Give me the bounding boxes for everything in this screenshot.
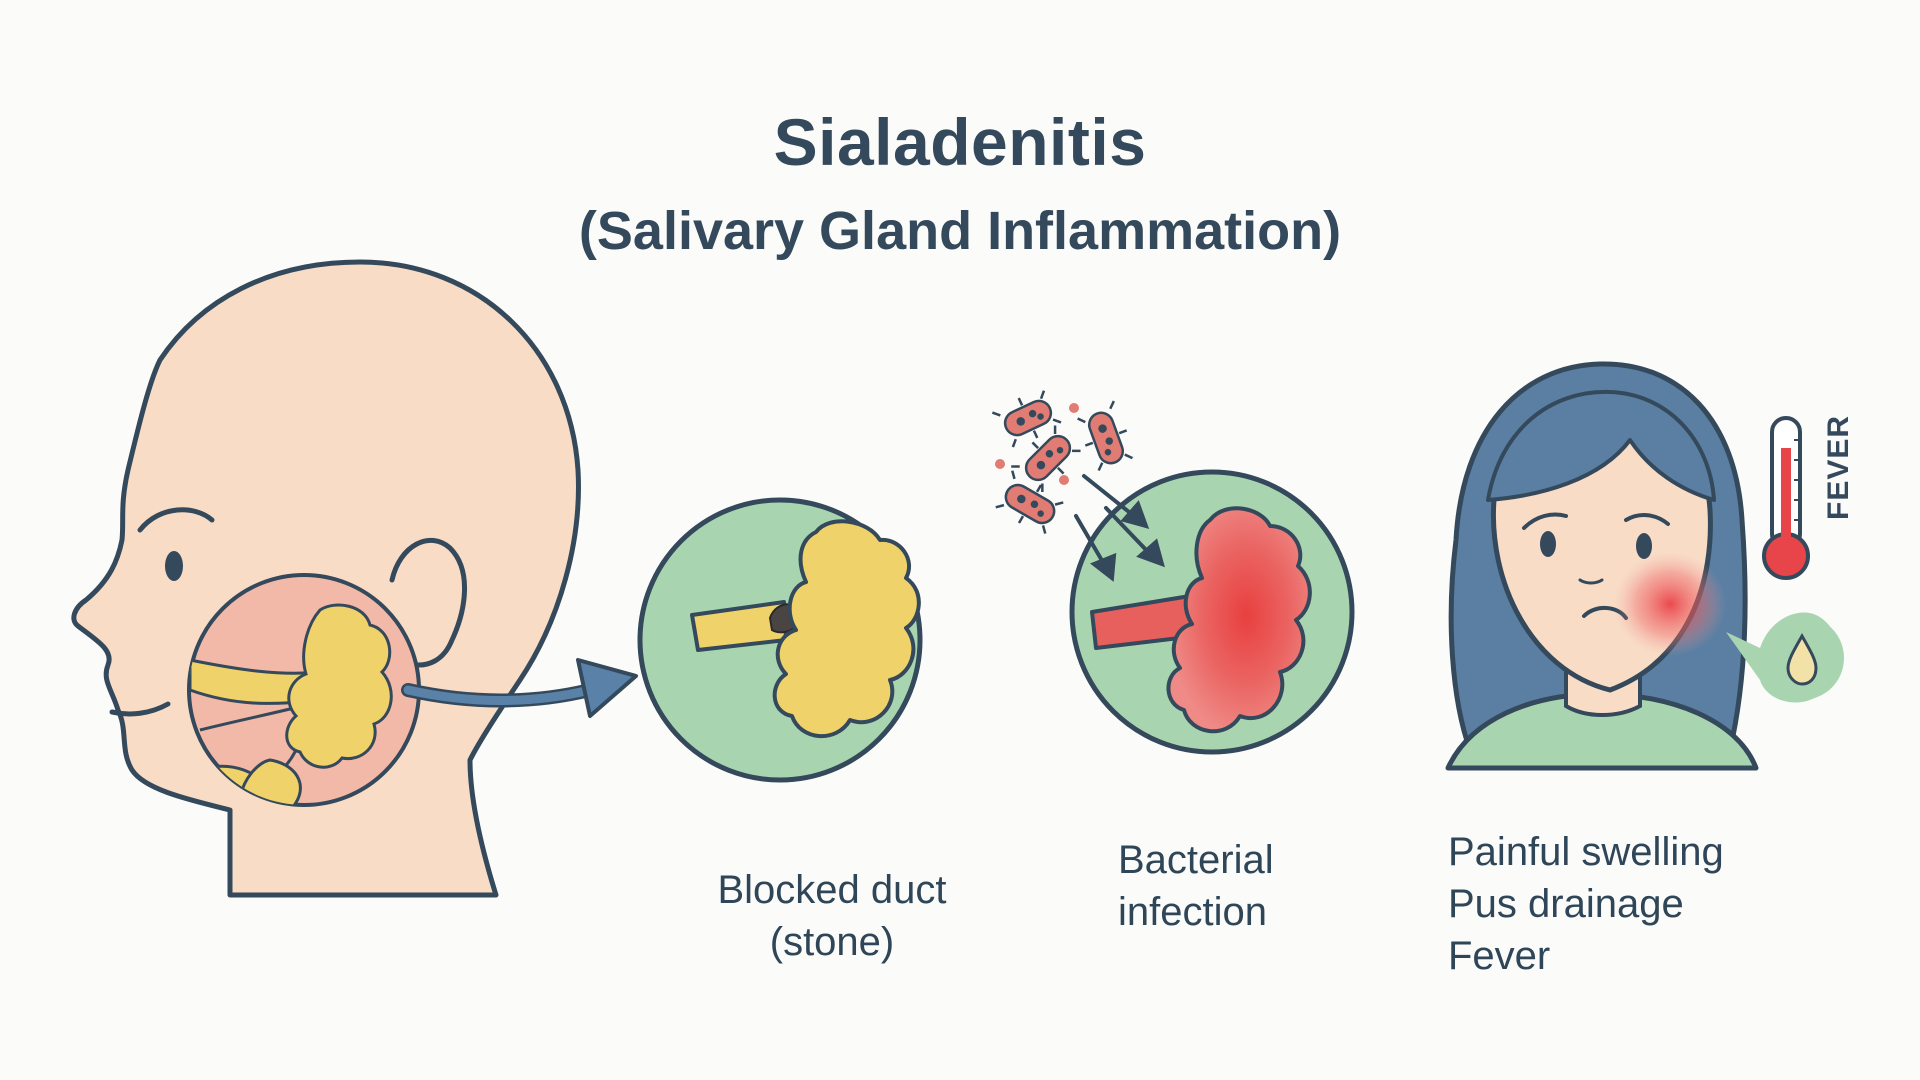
stage-label-symptoms: Painful swelling Pus drainage Fever bbox=[1448, 830, 1724, 978]
stage-label-blocked-duct: Blocked duct (stone) bbox=[717, 868, 947, 964]
attack-arrows bbox=[1074, 474, 1165, 582]
stage-label-bacterial-infection: Bacterial infection bbox=[1118, 838, 1274, 934]
diagram-title: Sialadenitis bbox=[773, 105, 1147, 179]
bacterial-infection-illustration bbox=[991, 390, 1355, 755]
blocked-duct-illustration bbox=[637, 497, 923, 783]
diagram-subtitle: (Salivary Gland Inflammation) bbox=[578, 201, 1342, 261]
thermometer-icon bbox=[1762, 416, 1810, 580]
bacteria-icons bbox=[991, 390, 1134, 534]
pus-drop-icon bbox=[1726, 612, 1844, 703]
swelling-highlight bbox=[1614, 552, 1726, 656]
zoom-arrow bbox=[401, 658, 638, 718]
fever-label: FEVER bbox=[1822, 414, 1855, 520]
patient-illustration bbox=[1445, 361, 1759, 771]
